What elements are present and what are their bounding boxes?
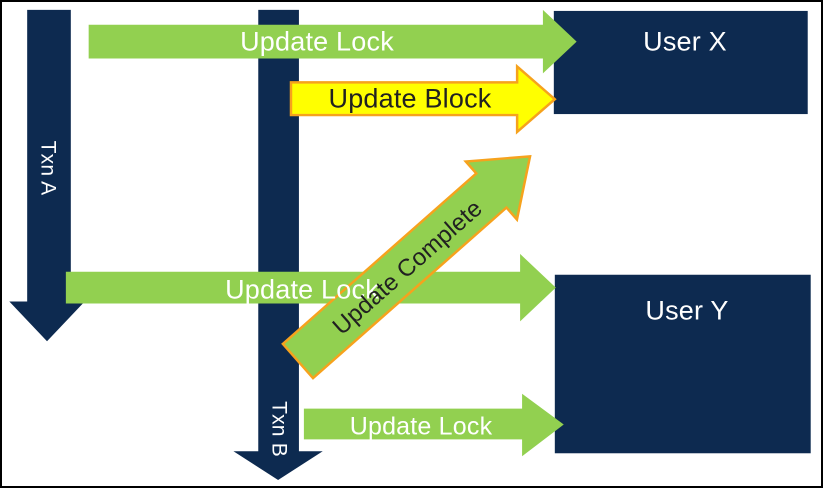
update-lock-middle-label: Update Lock [225, 274, 379, 305]
user-x-label: User X [643, 26, 727, 57]
update-lock-top-arrow-shape [88, 9, 577, 74]
update-complete-arrow-shape [281, 155, 532, 380]
update-block-label: Update Block [328, 83, 492, 114]
update-lock-top-label: Update Lock [240, 26, 394, 57]
update-lock-middle-arrow-shape [65, 253, 556, 322]
txn-b-arrow-shape [233, 9, 323, 481]
txn-a-arrow-shape [9, 9, 85, 342]
txn-a-label: Txn A [36, 140, 60, 196]
user-y-label: User Y [645, 295, 729, 326]
update-lock-bottom-label: Update Lock [349, 412, 493, 441]
user-y-box [554, 274, 811, 454]
update-lock-bottom-arrow-shape [303, 393, 564, 457]
user-x-box [553, 10, 808, 115]
txn-b-label: Txn B [267, 401, 291, 457]
update-block-arrow-shape [289, 63, 557, 135]
